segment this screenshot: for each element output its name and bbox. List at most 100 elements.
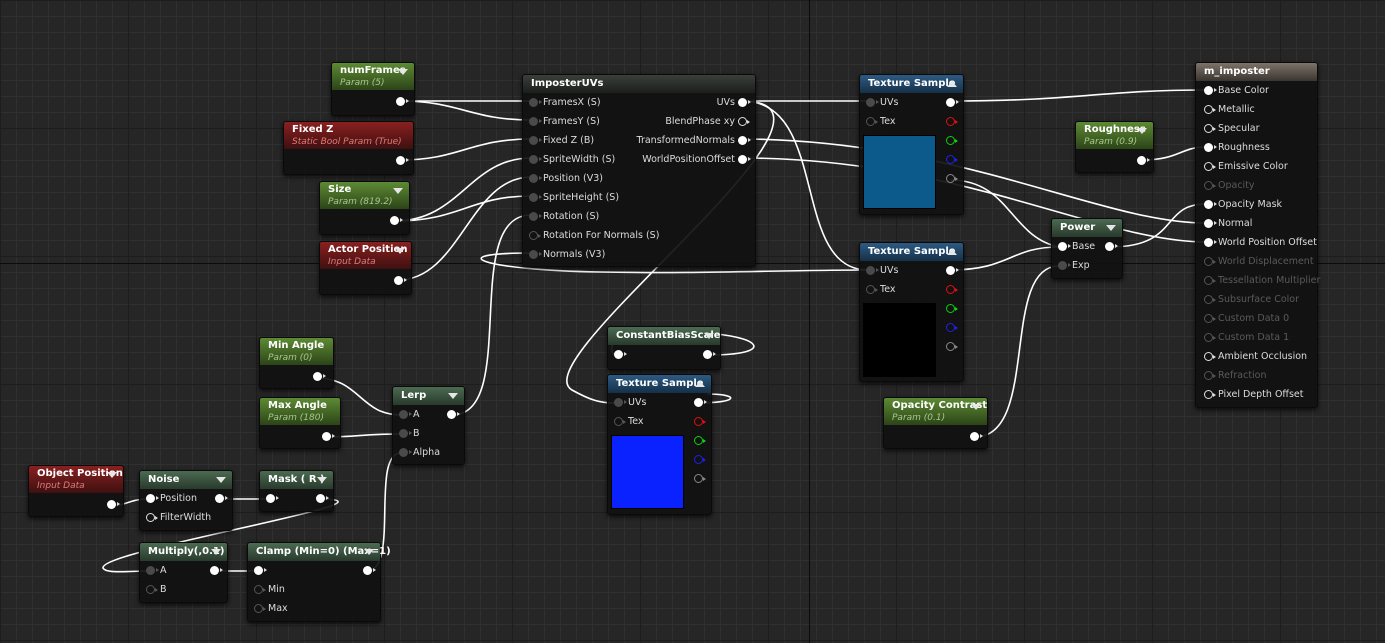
- input-pin[interactable]: [1204, 390, 1216, 399]
- node-header[interactable]: Power: [1052, 219, 1122, 237]
- input-pin[interactable]: [146, 494, 159, 503]
- green-output-pin[interactable]: [946, 304, 958, 313]
- collapse-arrow-icon[interactable]: [448, 393, 458, 399]
- input-pin[interactable]: [529, 155, 542, 164]
- node-header[interactable]: Texture Sample: [608, 375, 711, 393]
- collapse-arrow-icon[interactable]: [211, 549, 221, 555]
- input-pin[interactable]: [529, 117, 542, 126]
- collapse-arrow-icon[interactable]: [947, 249, 957, 255]
- node-header[interactable]: ImposterUVs: [523, 75, 755, 93]
- red-output-pin[interactable]: [694, 417, 706, 426]
- input-pin[interactable]: [1204, 200, 1217, 209]
- input-pin[interactable]: [529, 193, 542, 202]
- red-output-pin[interactable]: [946, 117, 958, 126]
- output-pin[interactable]: [1137, 156, 1150, 165]
- output-pin[interactable]: [394, 276, 407, 285]
- node-header[interactable]: m_imposter: [1196, 63, 1317, 81]
- alpha-output-pin[interactable]: [946, 174, 958, 183]
- alpha-output-pin[interactable]: [946, 342, 958, 351]
- input-pin[interactable]: [254, 604, 266, 613]
- material-result-node[interactable]: m_imposter Base Color Metallic Specular …: [1195, 62, 1320, 408]
- rgb-output-pin[interactable]: [694, 398, 707, 407]
- input-pin[interactable]: [1058, 261, 1071, 270]
- input-pin[interactable]: [399, 429, 412, 438]
- collapse-arrow-icon[interactable]: [971, 404, 981, 410]
- input-pin[interactable]: [866, 117, 878, 126]
- input-pin[interactable]: [1204, 219, 1217, 228]
- input-pin[interactable]: [866, 285, 878, 294]
- alpha-output-pin[interactable]: [694, 474, 706, 483]
- imposter-uvs-node[interactable]: ImposterUVs FramesX (S)UVs FramesY (S)Bl…: [522, 74, 756, 267]
- input-pin[interactable]: [1204, 333, 1216, 342]
- input-pin[interactable]: [1204, 314, 1216, 323]
- input-pin[interactable]: [529, 212, 542, 221]
- output-pin[interactable]: [738, 117, 750, 126]
- output-pin[interactable]: [215, 494, 228, 503]
- input-pin[interactable]: [529, 250, 542, 259]
- node-header[interactable]: Mask ( R ): [260, 471, 333, 489]
- collapse-arrow-icon[interactable]: [398, 69, 408, 75]
- input-pin[interactable]: [146, 513, 158, 522]
- input-pin[interactable]: [1204, 86, 1217, 95]
- node-header[interactable]: Clamp (Min=0) (Max=1): [248, 543, 391, 561]
- noise-node[interactable]: Noise Position FilterWidth: [139, 470, 233, 531]
- output-pin[interactable]: [703, 350, 716, 359]
- clamp-node[interactable]: Clamp (Min=0) (Max=1) Min Max: [247, 542, 391, 622]
- input-pin[interactable]: [146, 566, 159, 575]
- input-pin[interactable]: [1204, 257, 1216, 266]
- mask-node[interactable]: Mask ( R ): [259, 470, 334, 512]
- input-pin[interactable]: [1204, 371, 1216, 380]
- collapse-arrow-icon[interactable]: [364, 549, 374, 555]
- blue-output-pin[interactable]: [946, 155, 958, 164]
- input-pin[interactable]: [399, 410, 412, 419]
- input-pin[interactable]: [1204, 276, 1216, 285]
- node-header[interactable]: ConstantBiasScale: [608, 327, 721, 345]
- input-pin[interactable]: [1058, 242, 1071, 251]
- input-pin[interactable]: [1204, 124, 1216, 133]
- input-pin[interactable]: [1204, 238, 1217, 247]
- input-pin[interactable]: [866, 98, 879, 107]
- node-header[interactable]: Lerp: [393, 387, 464, 405]
- node-header[interactable]: Noise: [140, 471, 232, 489]
- input-pin[interactable]: [529, 98, 542, 107]
- collapse-arrow-icon[interactable]: [695, 381, 705, 387]
- node-header[interactable]: Texture Sample: [860, 75, 963, 93]
- output-pin[interactable]: [363, 566, 376, 575]
- red-output-pin[interactable]: [946, 285, 958, 294]
- green-output-pin[interactable]: [946, 136, 958, 145]
- input-pin[interactable]: [1204, 181, 1216, 190]
- collapse-arrow-icon[interactable]: [704, 333, 714, 339]
- constant-bias-scale-node[interactable]: ConstantBiasScale: [607, 326, 721, 370]
- input-pin[interactable]: [266, 494, 279, 503]
- output-pin[interactable]: [738, 98, 751, 107]
- input-pin[interactable]: [399, 448, 412, 457]
- collapse-arrow-icon[interactable]: [216, 477, 226, 483]
- input-pin[interactable]: [146, 585, 158, 594]
- input-pin[interactable]: [614, 350, 627, 359]
- rgb-output-pin[interactable]: [946, 266, 959, 275]
- input-pin[interactable]: [529, 136, 542, 145]
- lerp-node[interactable]: Lerp A B Alpha: [392, 386, 465, 465]
- output-pin[interactable]: [1105, 242, 1118, 251]
- output-pin[interactable]: [313, 372, 326, 381]
- output-pin[interactable]: [322, 432, 335, 441]
- input-pin[interactable]: [254, 566, 267, 575]
- collapse-arrow-icon[interactable]: [393, 188, 403, 194]
- input-pin[interactable]: [254, 585, 266, 594]
- green-output-pin[interactable]: [694, 436, 706, 445]
- output-pin[interactable]: [390, 216, 403, 225]
- collapse-arrow-icon[interactable]: [947, 81, 957, 87]
- collapse-arrow-icon[interactable]: [317, 477, 327, 483]
